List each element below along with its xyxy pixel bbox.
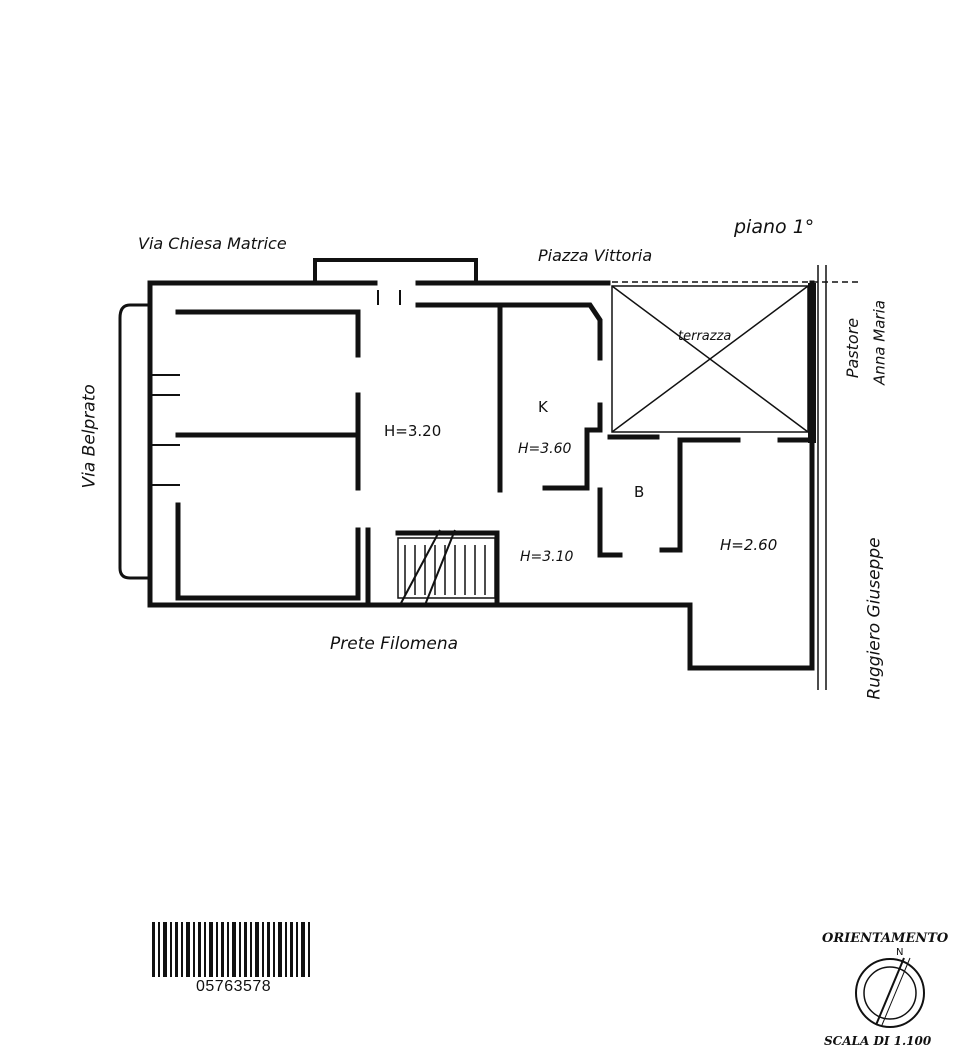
terrace-label: terrazza [678,329,732,344]
compass-north-label: N [896,947,904,958]
column-right [808,283,816,443]
stairs [397,529,496,606]
street-prete-filomena: Prete Filomena [330,634,459,654]
floor-label: piano 1° [734,216,815,238]
room-main-height: H=3.20 [384,422,442,440]
barcode-number: 05763578 [196,978,272,995]
street-ruggiero-giuseppe: Ruggiero Giuseppe [864,537,885,700]
street-anna-maria: Anna Maria [870,300,889,385]
wall-bath-right [659,437,741,553]
wall-kitchen-right [542,402,603,491]
wall-kitchen-top [415,302,603,361]
room-kitchen-height: H=3.60 [518,441,572,457]
street-piazza-vittoria: Piazza Vittoria [538,246,653,265]
wall-stairs-top [395,530,500,603]
compass-icon [855,957,925,1028]
outer-wall-bottom-step [597,280,815,671]
barcode [152,922,310,977]
orientation-title: ORIENTAMENTO [822,931,949,946]
street-pastore: Pastore [843,317,862,379]
terrace-outline [611,285,809,433]
wall-left-room-upper [175,309,361,358]
room-hall-height: H=3.10 [520,549,574,565]
wall-left-room-lower [175,502,361,601]
street-via-belprato: Via Belprato [79,384,100,489]
street-via-chiesa-matrice: Via Chiesa Matrice [138,234,287,253]
room-bath-label: B [634,483,645,501]
room-kitchen-label: K [538,398,548,416]
balcony-rail [313,258,476,262]
room-right-height: H=2.60 [720,536,778,554]
wall-bath-left [597,487,623,558]
scale-label: SCALA DI 1.100 [824,1034,932,1048]
left-balcony [118,303,150,580]
outer-wall-top-left [147,280,603,608]
